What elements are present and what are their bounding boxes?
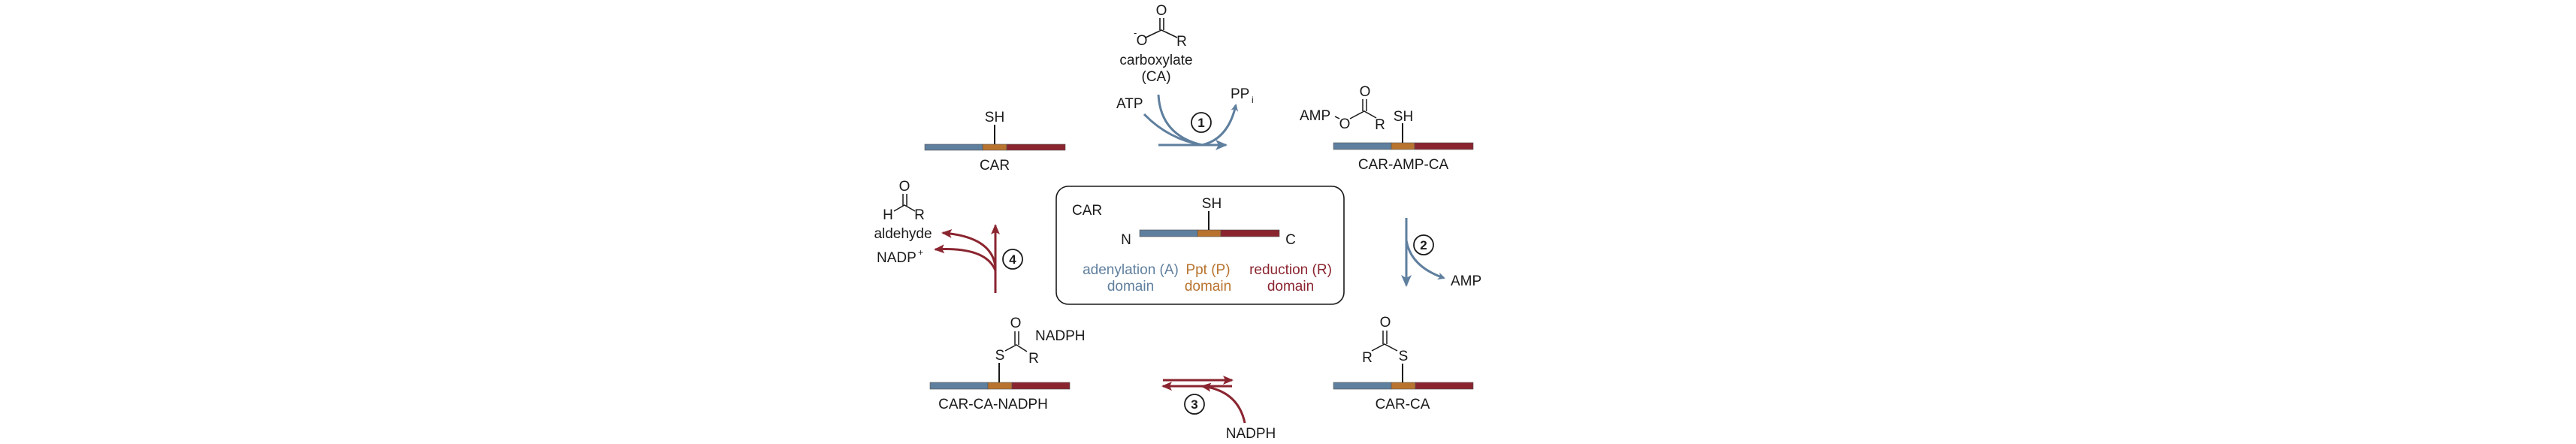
state-car-amp-ca: SH AMP O O R CAR-AMP-CA <box>1300 84 1474 173</box>
ester-oxygen: O <box>1339 116 1351 132</box>
ppt-domain-bar <box>982 143 1007 151</box>
reduction-domain-bar <box>1415 382 1474 390</box>
ppt-domain-label: Ppt (P) <box>1185 262 1230 278</box>
reduction-domain-label: reduction (R) <box>1249 262 1332 278</box>
ppt-domain-bar <box>987 382 1013 390</box>
domain-legend: CAR N C SH adenylation (A) domain Ppt (P… <box>1055 186 1345 305</box>
r-group: R <box>1176 34 1187 50</box>
step-4-nadp-arrow <box>934 244 997 271</box>
state-car-ca: S O R CAR-CA <box>1333 315 1474 412</box>
thiol-label: SH <box>1394 109 1413 125</box>
ppt-domain-bar <box>1391 382 1416 390</box>
step-4-aldehyde-arrow <box>941 228 997 267</box>
reduction-domain-bar <box>1011 382 1071 390</box>
thiol-label: SH <box>1202 196 1222 212</box>
amp-label: AMP <box>1300 108 1330 124</box>
product-name: aldehyde <box>874 226 932 242</box>
reduction-domain-label-2: domain <box>1267 279 1314 294</box>
substrate-name: carboxylate <box>1119 53 1192 68</box>
carboxylate-bonds <box>1145 29 1178 38</box>
legend-frame <box>1055 186 1345 305</box>
c-terminus-label: C <box>1285 232 1296 248</box>
thiol-label: SH <box>985 110 1004 125</box>
state-car-ca-nadph: S O R NADPH CAR-CA-NADPH <box>929 316 1086 412</box>
carbonyl-oxygen: O <box>1010 316 1022 331</box>
step-4-output-nadp: NADP <box>877 250 917 266</box>
state-label-car: CAR <box>980 158 1010 174</box>
acyl-bonds <box>1004 344 1028 352</box>
step-4: 4 NADP + <box>877 224 1023 293</box>
reduction-domain-bar <box>1220 229 1280 237</box>
step-2-amp-arrow <box>1405 240 1445 280</box>
step-2: 2 AMP <box>1401 218 1481 289</box>
carbonyl-oxygen: O <box>1156 3 1167 19</box>
carbonyl-oxygen: O <box>1360 84 1371 100</box>
r-group: R <box>1375 117 1385 133</box>
acyl-bonds <box>1371 343 1398 352</box>
step-3-number: 3 <box>1191 397 1197 412</box>
step-2-number: 2 <box>1420 238 1427 252</box>
step-1-output-i-subscript: i <box>1252 95 1254 105</box>
step-4-number: 4 <box>1009 252 1016 267</box>
aldehyde-bonds <box>893 204 916 212</box>
carboxylate-substrate: O O - R carboxylate (CA) <box>1119 3 1192 85</box>
step-1-ca-arrow <box>1157 94 1203 146</box>
step-1-badge <box>1191 112 1212 133</box>
adenylation-domain-label: adenylation (A) <box>1083 262 1179 278</box>
amp-o-bond <box>1334 116 1340 119</box>
bound-cofactor-nadph: NADPH <box>1035 328 1086 344</box>
step-4-output-plus-superscript: + <box>918 247 923 258</box>
reduction-domain-bar <box>1006 143 1066 151</box>
substrate-abbr: (CA) <box>1141 69 1170 85</box>
step-4-badge <box>1002 249 1023 270</box>
adenylation-domain-bar <box>1139 229 1198 237</box>
step-1-input-atp: ATP <box>1116 96 1143 112</box>
state-car: SH CAR <box>924 110 1066 174</box>
adenylation-domain-label-2: domain <box>1107 279 1154 294</box>
ppt-domain-bar <box>1197 229 1222 237</box>
r-group: R <box>1362 350 1373 366</box>
step-1-number: 1 <box>1197 116 1204 130</box>
acyl-bonds <box>1349 110 1377 119</box>
carbonyl-oxygen: O <box>899 179 911 195</box>
state-label-car-ca-nadph: CAR-CA-NADPH <box>938 397 1048 412</box>
aldehyde-hydrogen: H <box>883 207 893 223</box>
carbonyl-oxygen: O <box>1380 315 1391 331</box>
step-1-ppi-arrow <box>1201 104 1239 146</box>
r-group: R <box>914 207 925 223</box>
n-terminus-label: N <box>1121 232 1131 248</box>
ppt-domain-label-2: domain <box>1185 279 1231 294</box>
step-1-output-pp: PP <box>1231 86 1249 102</box>
step-3-badge <box>1184 394 1205 415</box>
negative-charge: - <box>1134 27 1137 38</box>
step-2-badge <box>1413 234 1434 255</box>
step-3-nadph-arrow <box>1200 382 1246 424</box>
adenylation-domain-bar <box>1333 142 1392 150</box>
adenylation-domain-bar <box>1333 382 1392 390</box>
legend-title: CAR <box>1072 203 1102 219</box>
state-label-car-ca: CAR-CA <box>1376 397 1430 412</box>
aldehyde-product: O H R aldehyde <box>874 179 932 242</box>
reduction-domain-bar <box>1414 142 1474 150</box>
adenylation-domain-bar <box>929 382 989 390</box>
step-2-output-amp: AMP <box>1451 273 1481 289</box>
ppt-domain-bar <box>1391 142 1415 150</box>
state-label-car-amp-ca: CAR-AMP-CA <box>1358 157 1449 173</box>
adenylation-domain-bar <box>924 143 983 151</box>
sulfur-label: S <box>995 348 1005 364</box>
step-1: ATP 1 PP i <box>1116 86 1254 150</box>
sulfur-label: S <box>1399 349 1409 364</box>
step-3-input-nadph: NADPH <box>1226 426 1276 442</box>
r-group: R <box>1028 351 1039 367</box>
step-3: 3 NADPH <box>1161 376 1276 442</box>
carboxylate-oxygen: O <box>1137 33 1148 49</box>
